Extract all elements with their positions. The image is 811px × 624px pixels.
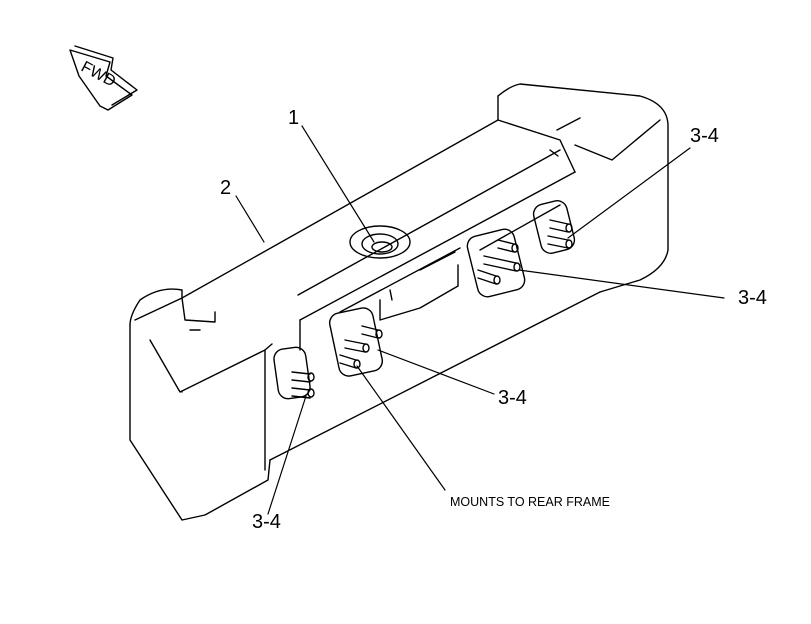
counterweight-body	[129, 83, 669, 521]
callout-3-4: 3-4	[498, 387, 527, 409]
lifting-eye	[349, 225, 411, 259]
mount-plate	[532, 200, 576, 254]
mount-plate	[466, 228, 526, 298]
callout-1: 1	[288, 107, 299, 129]
callout-2: 2	[220, 177, 231, 199]
mount-plate	[273, 346, 315, 400]
callout-3-4: 3-4	[690, 125, 719, 147]
callout-3-4: 3-4	[738, 287, 767, 309]
leader-lines	[235, 125, 725, 515]
callout-3-4: 3-4	[252, 511, 281, 533]
mounts-note: MOUNTS TO REAR FRAME	[450, 495, 610, 509]
fwd-arrow-icon	[69, 45, 138, 111]
mount-plate	[328, 307, 384, 377]
